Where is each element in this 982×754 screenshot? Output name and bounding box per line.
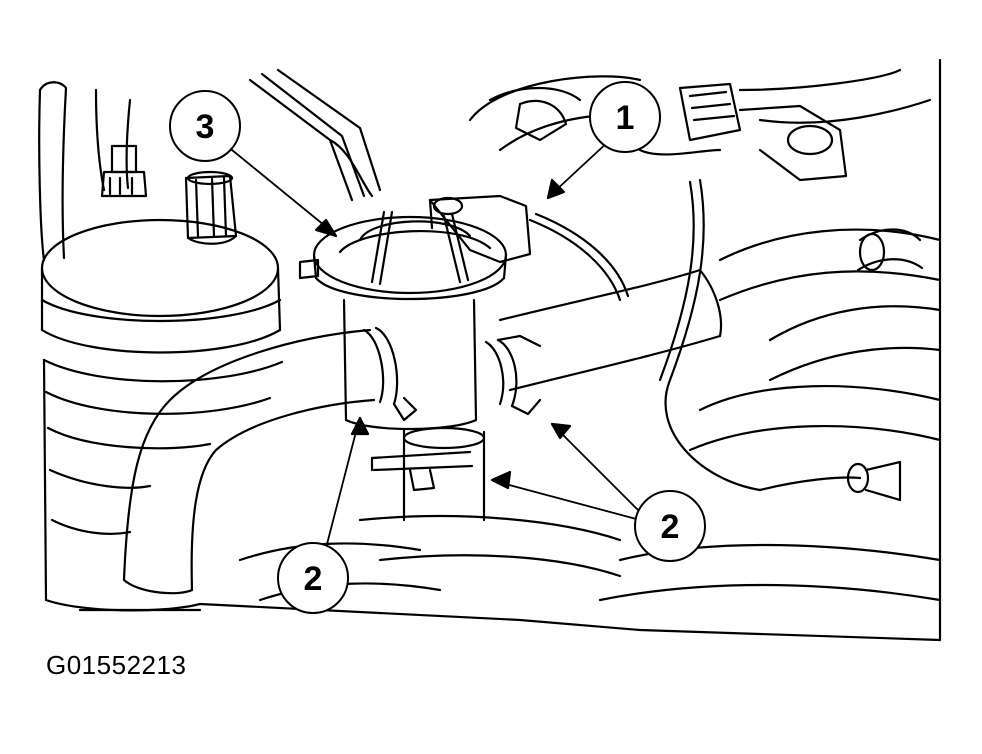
upper-bracket-lines [248,68,382,202]
figure-id: G01552213 [46,650,187,680]
right-engine-block [468,58,942,642]
callout-1-circle [589,81,661,153]
callout-1-label: 1 [616,99,635,137]
callout-circles [169,81,706,614]
callout-2-right-circle [634,490,706,562]
wire-harness [528,178,902,502]
lower-engine-parts [78,515,642,632]
callout-3-label: 3 [196,108,215,146]
callout-2-left-circle [277,542,349,614]
fitting-bolts [100,144,238,245]
callout-3-circle [169,90,241,162]
electrical-connector [488,82,848,182]
leader-lines [231,139,641,549]
vacuum-valve [298,194,532,522]
left-reservoir [38,81,284,612]
hose-clamps [362,326,542,492]
callout-2-right-label: 2 [661,508,680,546]
callout-2-left-label: 2 [304,560,323,598]
arrowheads [314,178,572,490]
right-hose [498,268,723,392]
main-coolant-hose [122,328,376,595]
